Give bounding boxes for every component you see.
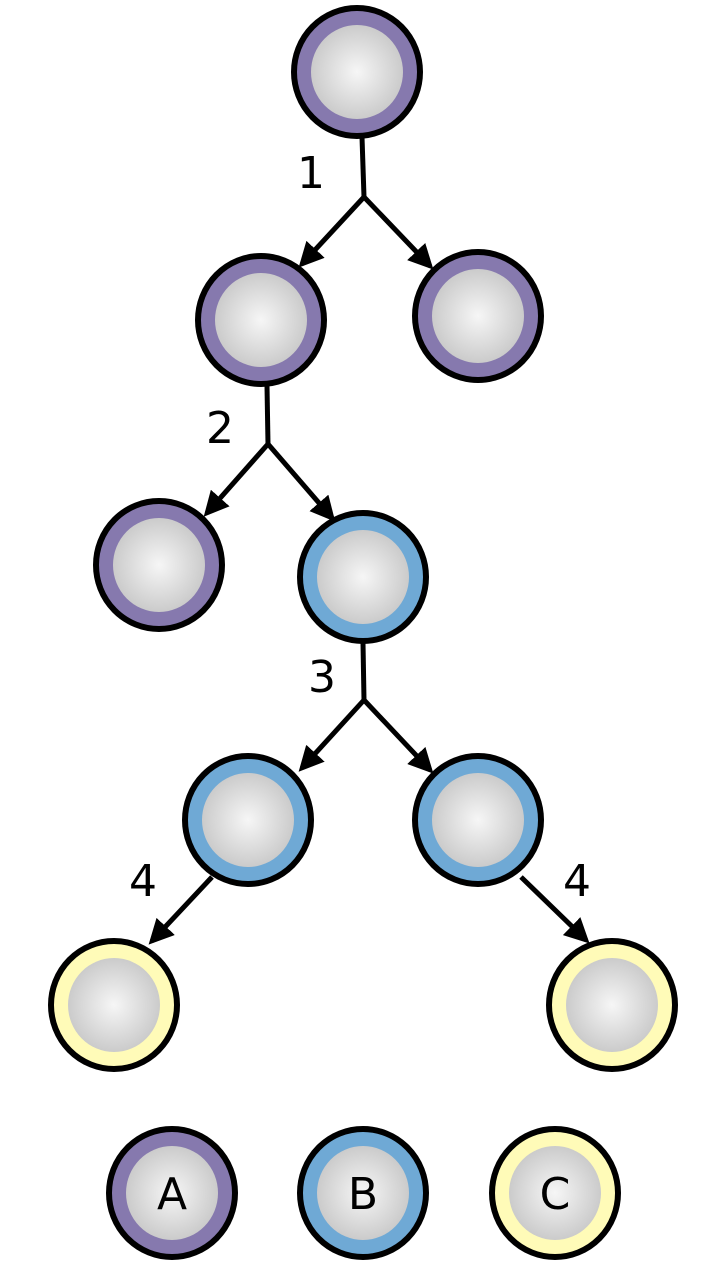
division-label-4-right: 4 (563, 856, 591, 907)
division-edges (148, 136, 590, 945)
arrow-2-right (266, 442, 336, 522)
cell-node-1-right (412, 249, 544, 383)
edge-3-stem (360, 642, 367, 701)
division-label-3: 3 (308, 652, 336, 703)
legend-item-a: A (106, 1126, 238, 1260)
legend-item-b: B (297, 1126, 429, 1260)
division-label-4-left: 4 (129, 856, 157, 907)
edge-2-stem (264, 385, 271, 445)
arrow-4-left (148, 875, 214, 945)
cell-node-3-left (182, 753, 314, 887)
arrow-2-left (203, 442, 270, 517)
legend-item-c: C (489, 1126, 621, 1260)
arrow-4-right (519, 875, 590, 944)
cell-node-1-left (195, 253, 327, 387)
cell-node-3-right (412, 753, 544, 887)
arrow-1-right (362, 195, 434, 270)
arrow-3-right (362, 698, 434, 774)
legend-label-a: A (157, 1169, 187, 1220)
legend: A B C (106, 1126, 621, 1260)
division-label-2: 2 (206, 403, 234, 454)
division-label-1: 1 (297, 148, 325, 199)
arrow-3-left (298, 698, 366, 772)
cell-node-4-left (48, 938, 180, 1072)
legend-label-b: B (348, 1169, 378, 1220)
cell-node-2-left (93, 498, 225, 632)
cell-node-root (291, 5, 423, 139)
cell-node-2-right (297, 510, 429, 644)
edge-1-stem (359, 136, 367, 198)
cell-node-4-right (546, 938, 678, 1072)
arrow-1-left (298, 195, 366, 268)
legend-label-c: C (540, 1169, 571, 1220)
